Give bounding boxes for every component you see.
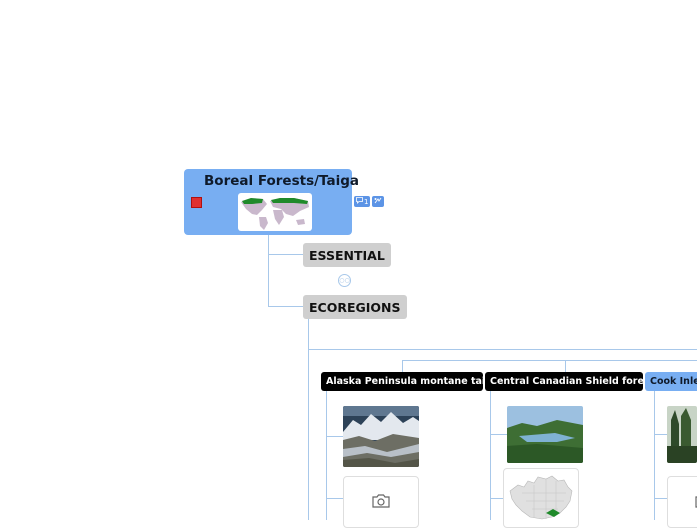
cook-inlet-image-placeholder[interactable] bbox=[667, 476, 697, 528]
camera-icon bbox=[694, 493, 697, 513]
link-badge[interactable] bbox=[372, 196, 385, 207]
canadian-shield-landscape-image bbox=[507, 406, 583, 463]
flag-icon bbox=[191, 197, 202, 208]
alaska-landscape-image bbox=[343, 406, 419, 467]
collapse-toggle-icon[interactable]: ○○ bbox=[338, 274, 351, 287]
cook-inlet-forest-image bbox=[667, 406, 697, 463]
link-icon bbox=[374, 197, 382, 206]
root-badges: 1 bbox=[354, 196, 385, 207]
topic-essential[interactable]: ESSENTIAL bbox=[303, 243, 391, 267]
world-map-icon bbox=[238, 193, 312, 231]
alaska-image-placeholder[interactable] bbox=[343, 476, 419, 528]
subtopic-cook-inlet[interactable]: Cook Inlet bbox=[645, 372, 697, 391]
central-topic-node[interactable]: Boreal Forests/Taiga bbox=[184, 169, 359, 235]
subtopic-alaska-peninsula[interactable]: Alaska Peninsula montane taiga bbox=[321, 372, 498, 391]
camera-icon bbox=[371, 493, 391, 513]
comment-badge[interactable]: 1 bbox=[354, 196, 371, 207]
canadian-shield-range-map bbox=[503, 468, 579, 528]
comment-count: 1 bbox=[364, 197, 369, 206]
central-topic-title: Boreal Forests/Taiga bbox=[204, 173, 360, 189]
comment-icon bbox=[356, 197, 363, 206]
subtopic-central-canadian-shield[interactable]: Central Canadian Shield forests bbox=[485, 372, 660, 391]
topic-ecoregions[interactable]: ECOREGIONS bbox=[303, 295, 407, 319]
